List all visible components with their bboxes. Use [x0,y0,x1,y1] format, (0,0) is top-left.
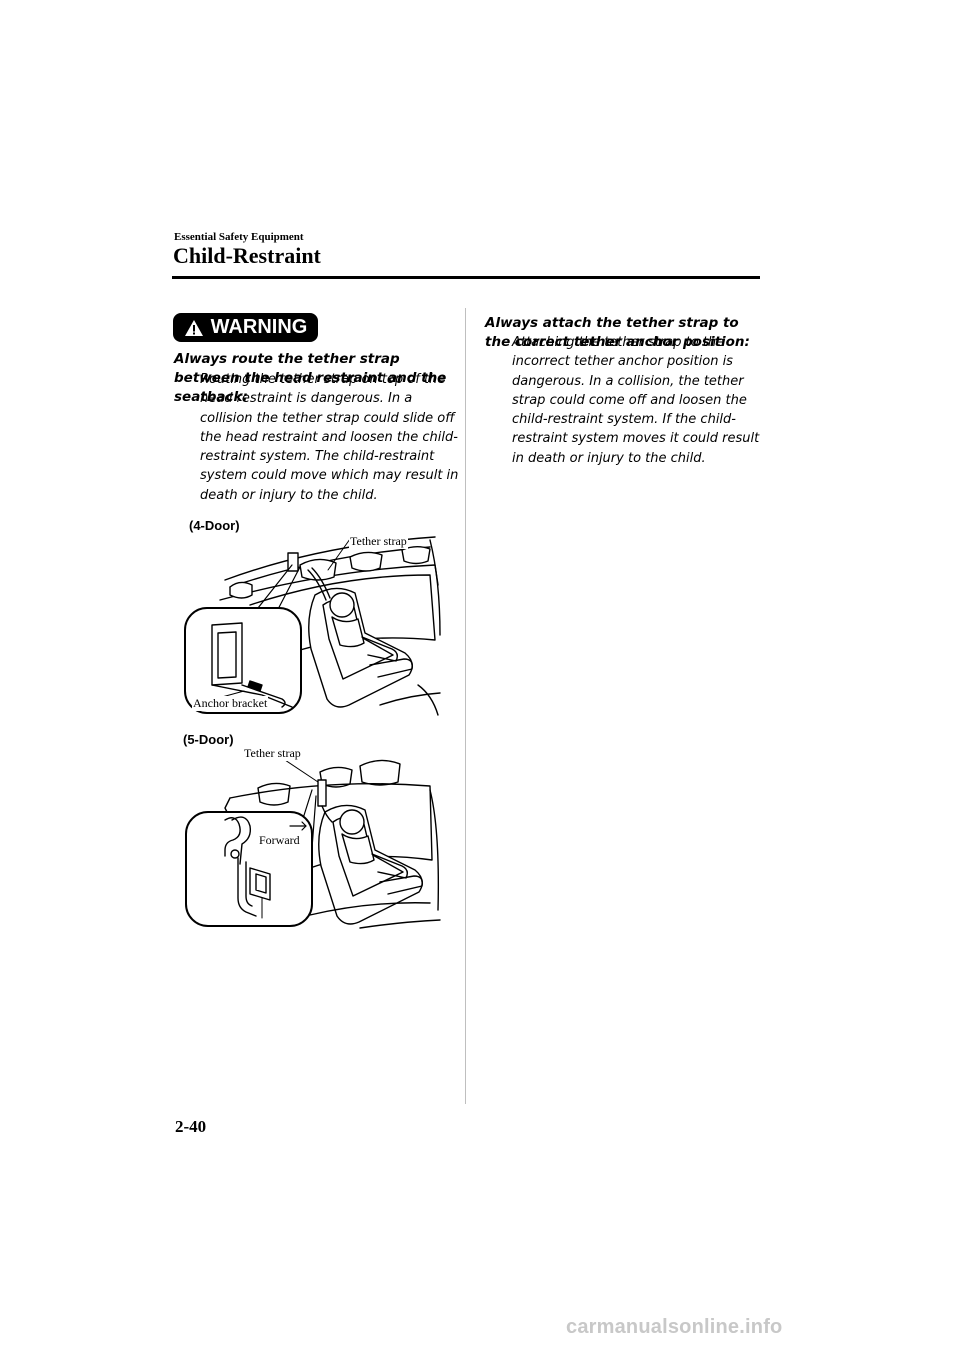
left-warning-heading: Always route the tether strap between th… [174,351,447,405]
page-title: Child-Restraint [173,243,321,268]
right-warning-body: Attaching the tether strap to the incorr… [512,335,760,466]
five-door-illustration [185,759,441,929]
header-rule [172,276,760,279]
warning-label: WARNING [210,316,308,338]
warning-badge: WARNING [173,313,318,342]
left-warning-body: Routing the tether strap on top of the h… [200,372,459,503]
four-door-label: (4-Door) [189,518,240,533]
forward-callout: Forward [258,833,301,848]
tether-strap-callout: Tether strap [349,534,408,549]
section-label: Essential Safety Equipment [174,231,304,243]
page-number: 2-40 [175,1117,207,1136]
four-door-illustration [184,536,441,716]
column-divider [465,308,466,1104]
watermark: carmanualsonline.info [566,1316,783,1338]
warning-triangle-icon [184,319,203,336]
right-warning-heading: Always attach the tether strap to the co… [485,315,750,350]
tether-strap-callout: Tether strap [243,746,302,761]
anchor-bracket-callout: Anchor bracket [192,696,269,711]
five-door-label: (5-Door) [183,732,234,747]
